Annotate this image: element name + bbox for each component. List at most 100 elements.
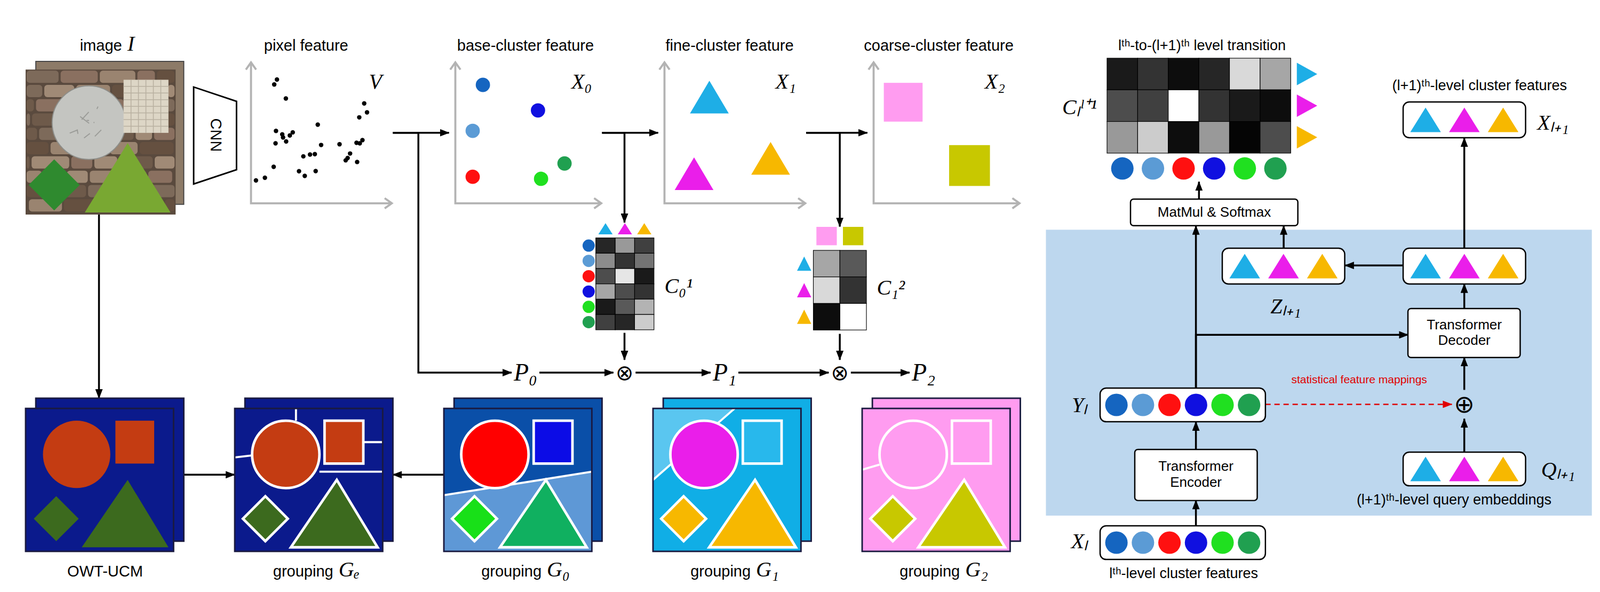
axis-arrow xyxy=(868,62,879,70)
matrix-cell xyxy=(595,268,616,284)
region-circle xyxy=(670,420,738,488)
node-text: Zₗ₊₁ xyxy=(1270,293,1301,319)
cluster-triangle xyxy=(1449,456,1480,482)
tile-front xyxy=(25,408,174,552)
feature-dot xyxy=(315,122,320,127)
node-drawing xyxy=(862,397,1021,552)
text-group: Cₗˡ⁺¹ xyxy=(1062,94,1097,120)
node-drawing xyxy=(581,222,655,333)
matrix-cell xyxy=(1198,121,1230,154)
region-circle xyxy=(251,420,320,488)
text-group: ⊗ xyxy=(830,361,849,384)
tile-border xyxy=(234,408,383,552)
text-group: ⊕ xyxy=(1453,391,1475,417)
drawing-group xyxy=(1130,198,1299,226)
connector xyxy=(1195,421,1198,450)
projection-label: P₀ xyxy=(511,357,540,387)
tile-ground xyxy=(862,408,1010,552)
connector xyxy=(1265,403,1453,405)
node-text: Xₗ xyxy=(1071,528,1088,554)
tile-front xyxy=(443,408,592,552)
cluster-dot xyxy=(582,269,595,283)
node-text: ⊕ xyxy=(1453,391,1475,417)
feature-dot xyxy=(262,175,267,180)
text-group: X₀ xyxy=(571,69,592,94)
tile-ground xyxy=(234,408,383,552)
assignment-matrix: C₀¹ xyxy=(581,222,655,333)
matrix-cell xyxy=(1137,89,1169,122)
region-diamond xyxy=(451,496,497,541)
region-triangle xyxy=(499,479,587,547)
node-text: C₀¹ xyxy=(664,273,694,299)
tile-region xyxy=(443,471,592,552)
drawing-group xyxy=(25,61,184,215)
projection-label: P₁ xyxy=(710,357,739,387)
tile-border xyxy=(653,408,801,552)
region-diamond xyxy=(33,496,79,541)
cluster-dot xyxy=(1237,531,1261,554)
drawing-group xyxy=(1107,58,1318,180)
box-outline xyxy=(1130,198,1299,226)
text-group: fine-cluster feature xyxy=(665,36,794,55)
connector xyxy=(601,132,625,223)
matrix-cell xyxy=(1107,121,1138,154)
connector xyxy=(738,371,829,374)
drawing-group xyxy=(193,86,237,185)
node-text: Qₗ₊₁ xyxy=(1541,457,1576,482)
node-text: P₀ xyxy=(513,360,538,385)
node-drawing xyxy=(1403,451,1526,486)
feature-row: (l+1)ᵗʰ-level cluster featuresXₗ₊₁ xyxy=(1403,101,1526,138)
node-text: grouping xyxy=(481,562,542,580)
stone xyxy=(167,84,175,98)
node-text: G₀ xyxy=(546,556,570,582)
paper-crease xyxy=(80,116,90,124)
tile-border xyxy=(443,408,592,552)
text-group: C₀¹ xyxy=(664,273,694,299)
cluster-triangle xyxy=(689,80,729,114)
node-text: OWT-UCM xyxy=(67,562,143,580)
text-group: Qₗ₊₁ xyxy=(1541,457,1576,482)
cluster-dot xyxy=(582,239,595,252)
drawing-group xyxy=(234,397,393,552)
paper-crease xyxy=(77,129,78,134)
node-drawing xyxy=(443,397,602,552)
row-outline xyxy=(1403,248,1526,284)
node-drawing xyxy=(795,226,868,334)
paper-crease xyxy=(93,121,95,123)
cluster-dot xyxy=(1131,531,1154,554)
drawing-group xyxy=(862,397,1021,552)
region-boundary xyxy=(295,408,298,421)
feature-dot xyxy=(253,178,259,183)
feature-dot xyxy=(354,159,360,164)
node-text: fine-cluster feature xyxy=(665,36,794,55)
cluster-square xyxy=(883,82,923,122)
cluster-triangle xyxy=(1487,253,1519,278)
axis xyxy=(250,62,392,204)
matrix-cell xyxy=(615,268,635,284)
axis-arrow xyxy=(659,62,670,70)
cluster-dot xyxy=(530,102,546,118)
drawing-group xyxy=(1222,248,1345,284)
drawing-group xyxy=(1403,101,1526,138)
node-text: C₁² xyxy=(876,275,905,300)
feature-row: Xₗlᵗʰ-level cluster features xyxy=(1100,525,1266,560)
region-diamond xyxy=(870,496,915,541)
text-group: lᵗʰ-level cluster features xyxy=(1109,564,1259,582)
region-diamond xyxy=(242,496,288,541)
text-group: C₁² xyxy=(876,275,905,300)
text-group: lᵗʰ-to-(l+1)ᵗʰ level transition xyxy=(1118,37,1286,55)
feature-dot xyxy=(343,157,348,163)
cluster-square xyxy=(816,226,837,245)
box-outline xyxy=(1407,308,1520,358)
matrix-cell xyxy=(615,237,635,254)
operator-symbol: ⊗ xyxy=(613,359,636,386)
feature-dot xyxy=(337,141,342,147)
node-drawing xyxy=(25,397,184,552)
node-text: G₁ xyxy=(755,556,779,582)
node-drawing xyxy=(25,61,184,215)
node-drawing xyxy=(1403,248,1526,284)
axis-arrow xyxy=(245,62,257,70)
tile-pattern xyxy=(123,79,169,133)
axis xyxy=(664,62,806,204)
region-triangle xyxy=(81,479,169,547)
